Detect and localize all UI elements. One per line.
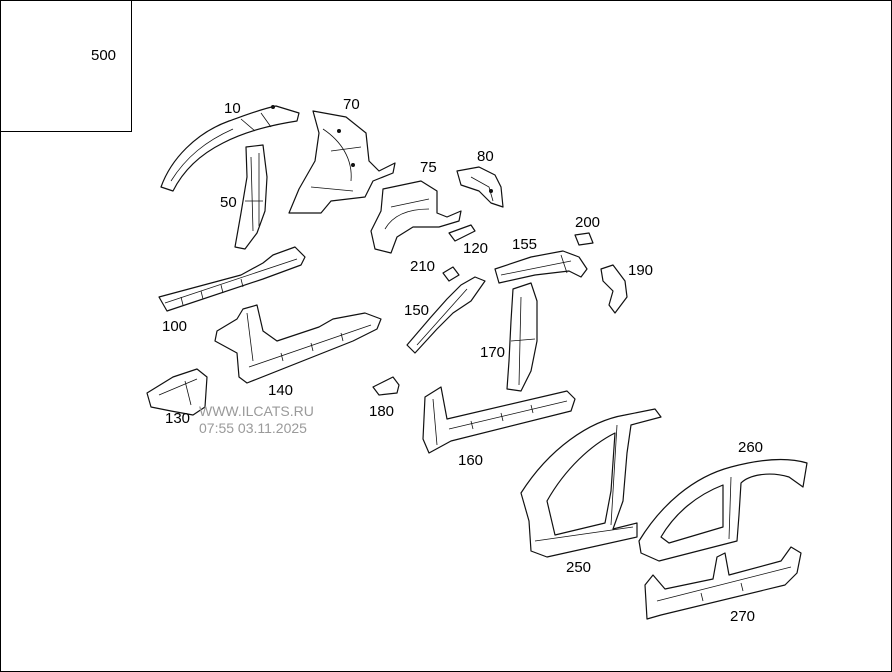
callout-210[interactable]: 210: [410, 258, 436, 275]
callout-80[interactable]: 80: [477, 148, 494, 165]
callout-130[interactable]: 130: [165, 410, 191, 427]
watermark-site: WWW.ILCATS.RU: [199, 403, 314, 419]
part-250[interactable]: [520, 408, 662, 558]
callout-170[interactable]: 170: [480, 344, 506, 361]
callout-180[interactable]: 180: [369, 403, 395, 420]
part-200[interactable]: [574, 232, 594, 246]
part-180[interactable]: [372, 376, 400, 396]
callout-270[interactable]: 270: [730, 608, 756, 625]
callout-75[interactable]: 75: [420, 159, 437, 176]
callout-200[interactable]: 200: [575, 214, 601, 231]
callout-70[interactable]: 70: [343, 96, 360, 113]
part-130[interactable]: [146, 368, 208, 416]
callout-150[interactable]: 150: [404, 302, 430, 319]
callout-160[interactable]: 160: [458, 452, 484, 469]
part-75[interactable]: [370, 180, 462, 254]
callout-100[interactable]: 100: [162, 318, 188, 335]
part-120[interactable]: [448, 224, 476, 242]
watermark-timestamp: 07:55 03.11.2025: [199, 420, 307, 436]
part-190[interactable]: [600, 264, 628, 314]
part-70[interactable]: [288, 110, 396, 214]
part-150[interactable]: [406, 276, 486, 354]
part-100[interactable]: [158, 246, 306, 312]
callout-155[interactable]: 155: [512, 236, 538, 253]
legend-box: [1, 1, 132, 132]
legend-label[interactable]: 500: [91, 47, 117, 64]
part-10[interactable]: [160, 105, 300, 192]
part-160[interactable]: [422, 386, 576, 454]
callout-140[interactable]: 140: [268, 382, 294, 399]
part-140[interactable]: [214, 304, 382, 384]
part-260[interactable]: [638, 458, 808, 562]
part-170[interactable]: [506, 282, 538, 392]
part-210[interactable]: [442, 266, 460, 282]
watermark: WWW.ILCATS.RU 07:55 03.11.2025: [199, 403, 314, 437]
part-50[interactable]: [234, 144, 268, 250]
part-155[interactable]: [494, 250, 588, 284]
callout-190[interactable]: 190: [628, 262, 654, 279]
part-270[interactable]: [644, 546, 802, 620]
part-80[interactable]: [456, 166, 504, 208]
callout-260[interactable]: 260: [738, 439, 764, 456]
callout-250[interactable]: 250: [566, 559, 592, 576]
callout-50[interactable]: 50: [220, 194, 237, 211]
callout-120[interactable]: 120: [463, 240, 489, 257]
callout-10[interactable]: 10: [224, 100, 241, 117]
